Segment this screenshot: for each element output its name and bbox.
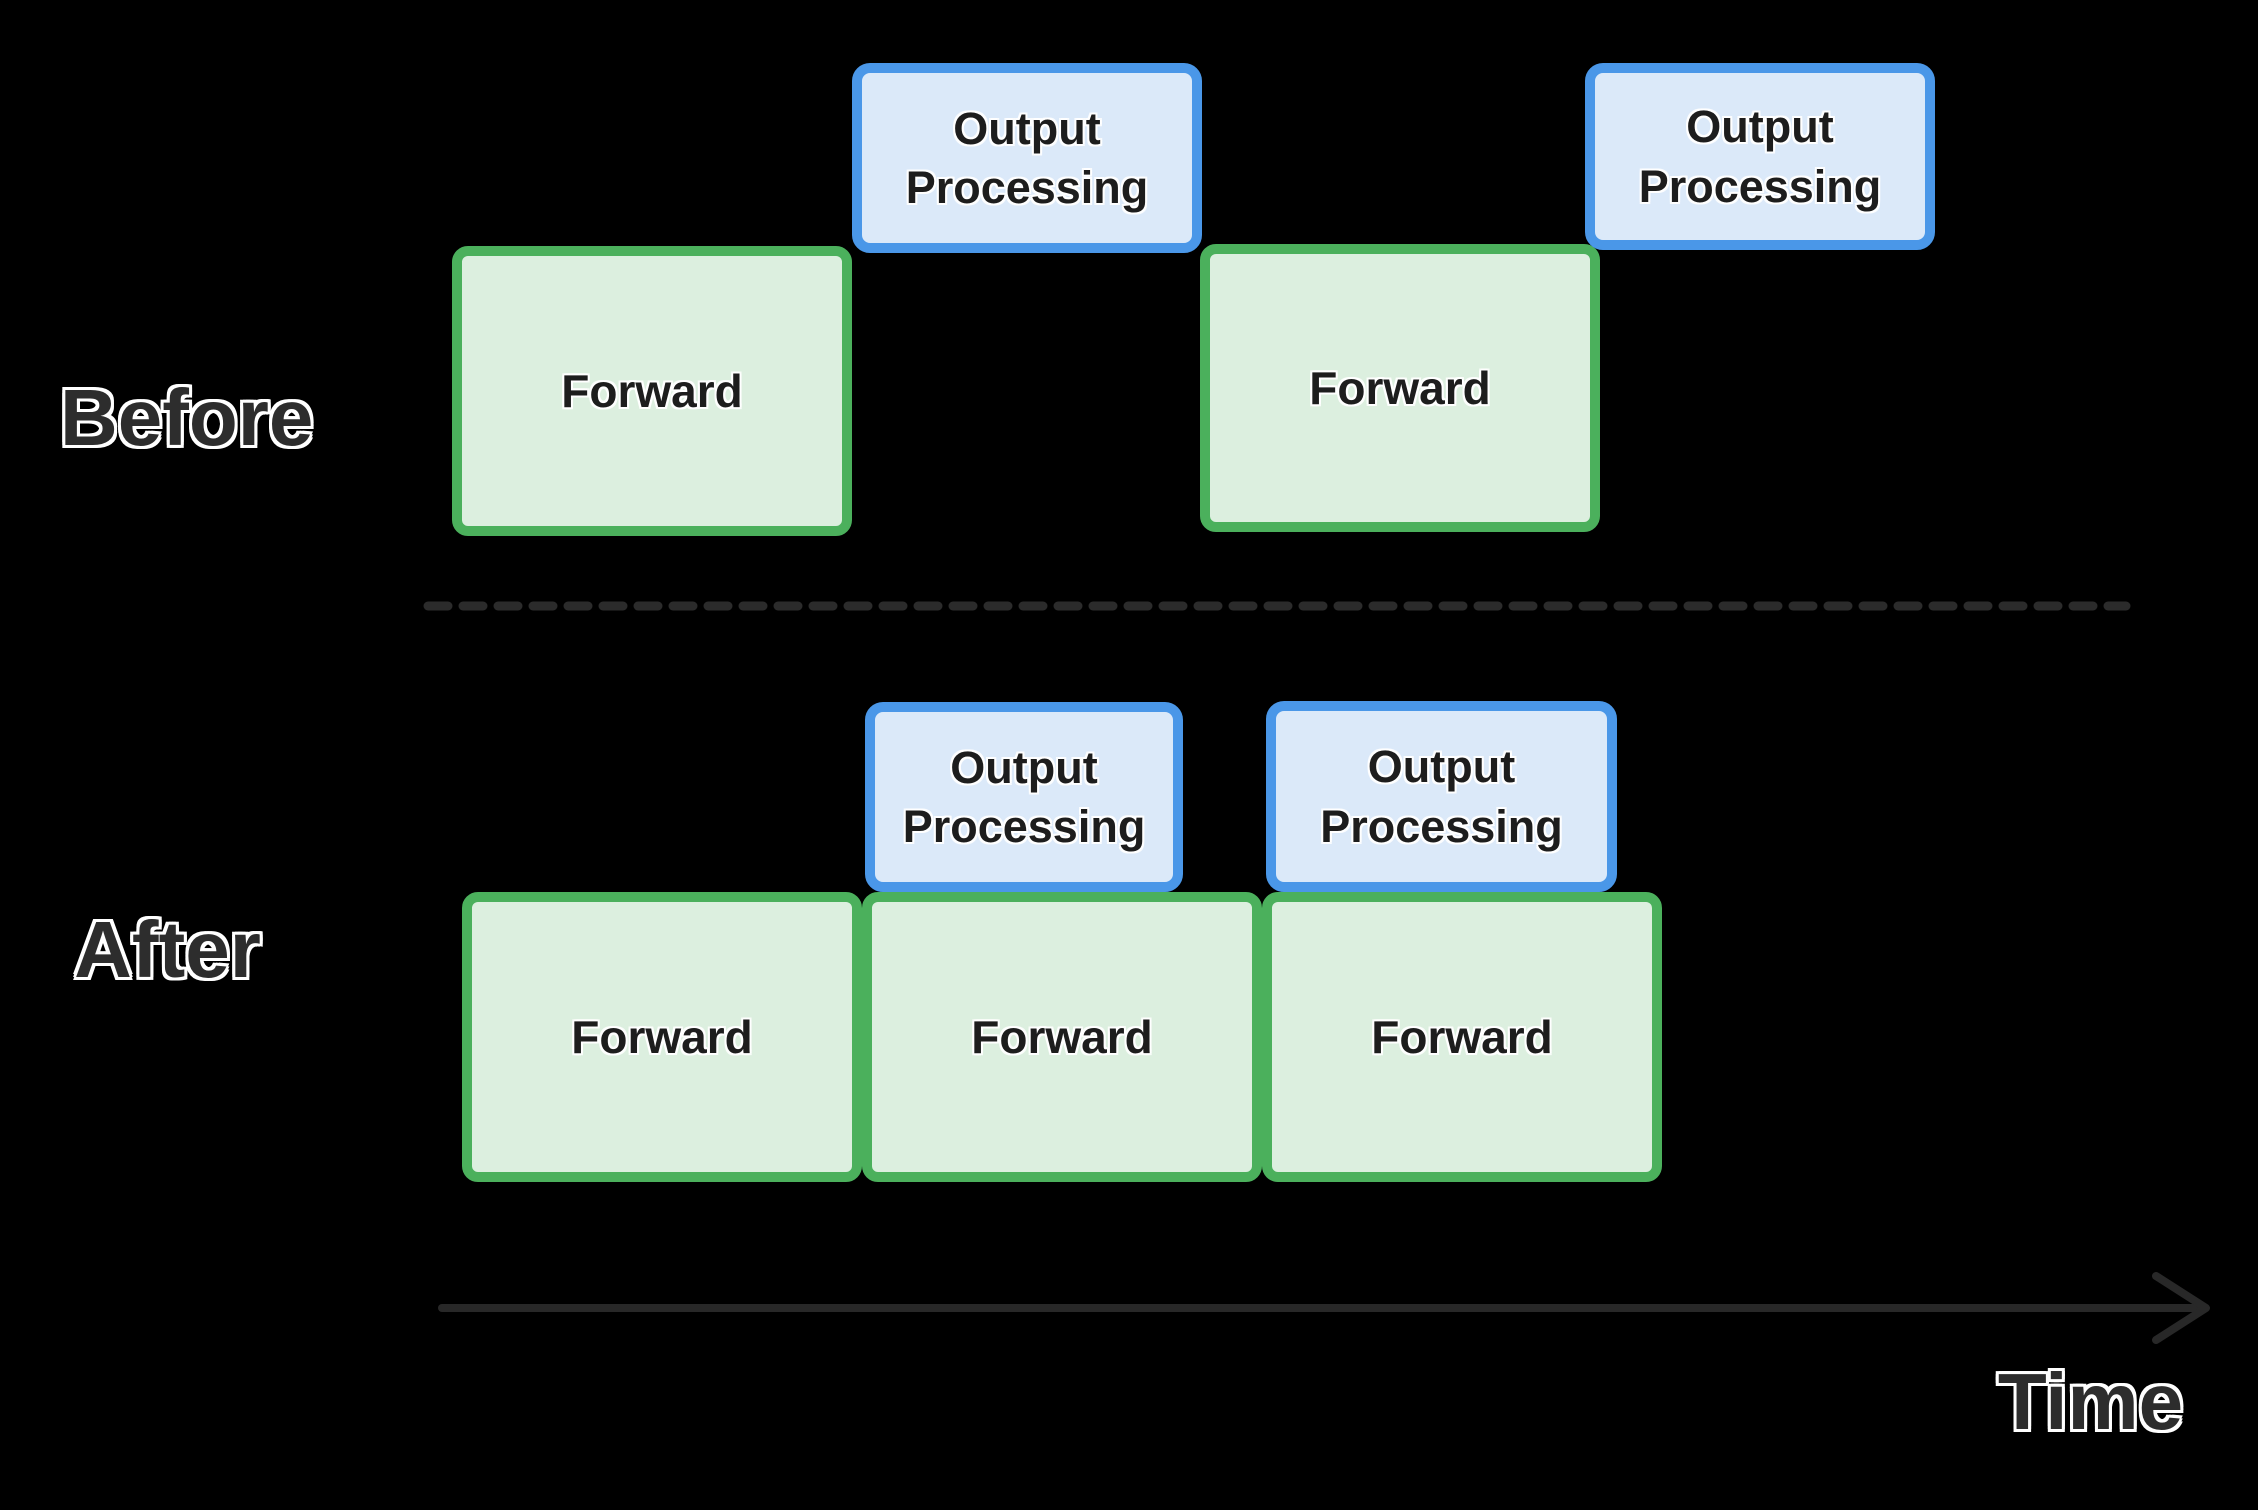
before-forward-2-box: Forward	[1200, 244, 1600, 532]
after-output-processing-1-box: Output Processing	[865, 702, 1183, 892]
before-output-processing-1-label: Output Processing	[905, 102, 1149, 213]
after-output-processing-1-label: Output Processing	[902, 741, 1146, 852]
before-label: Before	[60, 373, 314, 462]
after-forward-1-label: Forward	[571, 1011, 753, 1063]
after-forward-2-label: Forward	[971, 1011, 1153, 1063]
before-forward-2-label: Forward	[1309, 362, 1491, 414]
before-forward-1-label: Forward	[561, 365, 743, 417]
after-forward-2-box: Forward	[862, 892, 1262, 1182]
before-output-processing-2-box: Output Processing	[1585, 63, 1935, 250]
before-output-processing-1-box: Output Processing	[852, 63, 1202, 253]
after-forward-3-box: Forward	[1262, 892, 1662, 1182]
after-forward-1-box: Forward	[462, 892, 862, 1182]
after-label: After	[74, 905, 261, 994]
time-axis-label: Time	[1997, 1357, 2184, 1446]
after-forward-3-label: Forward	[1371, 1011, 1553, 1063]
after-output-processing-2-label: Output Processing	[1320, 741, 1563, 852]
before-output-processing-2-label: Output Processing	[1638, 101, 1882, 212]
after-output-processing-2-box: Output Processing	[1266, 701, 1617, 892]
before-forward-1-box: Forward	[452, 246, 852, 536]
